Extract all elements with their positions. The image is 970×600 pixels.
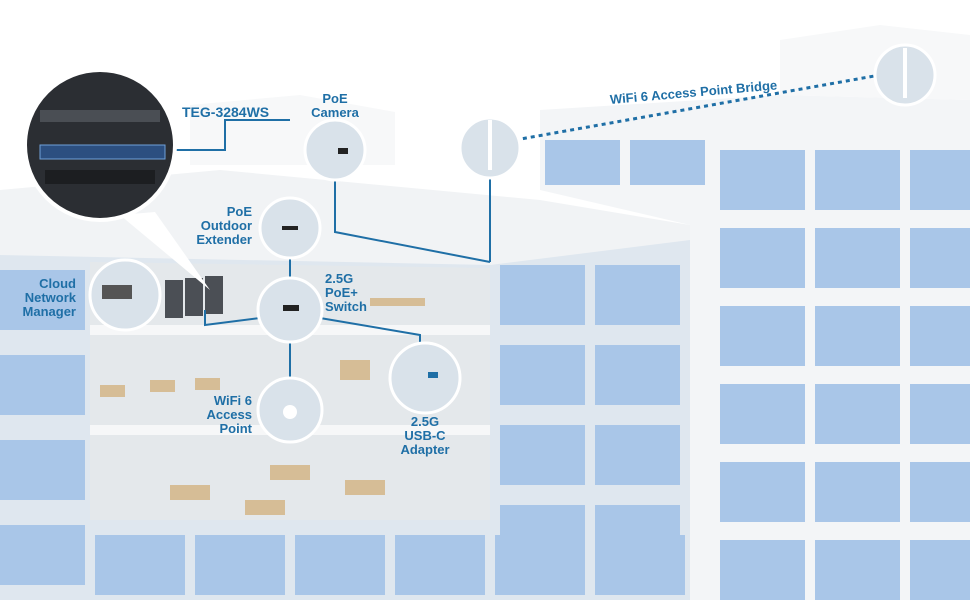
label-line: PoE	[322, 91, 348, 106]
label-teg-3284ws: TEG-3284WS	[182, 104, 270, 120]
antenna-icon	[903, 48, 907, 98]
window	[95, 535, 185, 595]
window	[910, 150, 970, 210]
label-line: Extender	[196, 232, 252, 247]
label-line: 2.5G	[325, 271, 354, 286]
label-line: Cloud	[39, 276, 76, 291]
window	[910, 540, 970, 600]
monitor-icon	[102, 285, 132, 299]
extender-device-icon	[282, 226, 298, 230]
window	[910, 384, 970, 444]
window	[0, 525, 85, 585]
label-line: Camera	[311, 105, 359, 120]
window	[815, 540, 900, 600]
window	[500, 265, 585, 325]
window	[720, 384, 805, 444]
window	[720, 306, 805, 366]
window	[595, 265, 680, 325]
label-line: Manager	[22, 304, 76, 319]
window	[815, 306, 900, 366]
label-line: PoE	[226, 204, 252, 219]
window	[545, 140, 620, 185]
antenna-icon	[488, 120, 492, 170]
window	[720, 540, 805, 600]
window	[595, 425, 680, 485]
switch-device-icon	[283, 305, 299, 311]
camera-inset	[303, 118, 367, 182]
label-line: Adapter	[400, 442, 450, 457]
window	[195, 535, 285, 595]
window	[815, 462, 900, 522]
window	[500, 345, 585, 405]
window	[395, 535, 485, 595]
window	[0, 355, 85, 415]
access-point-device-icon	[283, 405, 297, 419]
window	[500, 425, 585, 485]
usb-adapter-inset	[388, 341, 462, 415]
window	[815, 228, 900, 288]
window	[0, 270, 85, 330]
label-line: Point	[219, 421, 253, 436]
window	[815, 150, 900, 210]
label-line: Switch	[325, 299, 367, 314]
window	[595, 535, 685, 595]
label-line: Outdoor	[200, 218, 252, 233]
label-line: WiFi 6	[213, 393, 252, 408]
window	[910, 306, 970, 366]
window	[630, 140, 705, 185]
label-line: 2.5G	[410, 414, 440, 429]
label-line: PoE+	[325, 285, 358, 300]
camera-icon	[338, 148, 348, 154]
window	[720, 228, 805, 288]
window	[720, 150, 805, 210]
window	[815, 384, 900, 444]
window	[595, 345, 680, 405]
window	[495, 535, 585, 595]
window	[0, 440, 85, 500]
window	[295, 535, 385, 595]
label-line: Access	[206, 407, 252, 422]
usb-adapter-icon	[428, 372, 438, 378]
right-tower	[540, 25, 970, 600]
window	[910, 228, 970, 288]
window	[910, 462, 970, 522]
label-line: Network	[24, 290, 76, 305]
label-line: USB-C	[404, 428, 446, 443]
switch-rack-inset	[23, 68, 210, 290]
window	[720, 462, 805, 522]
